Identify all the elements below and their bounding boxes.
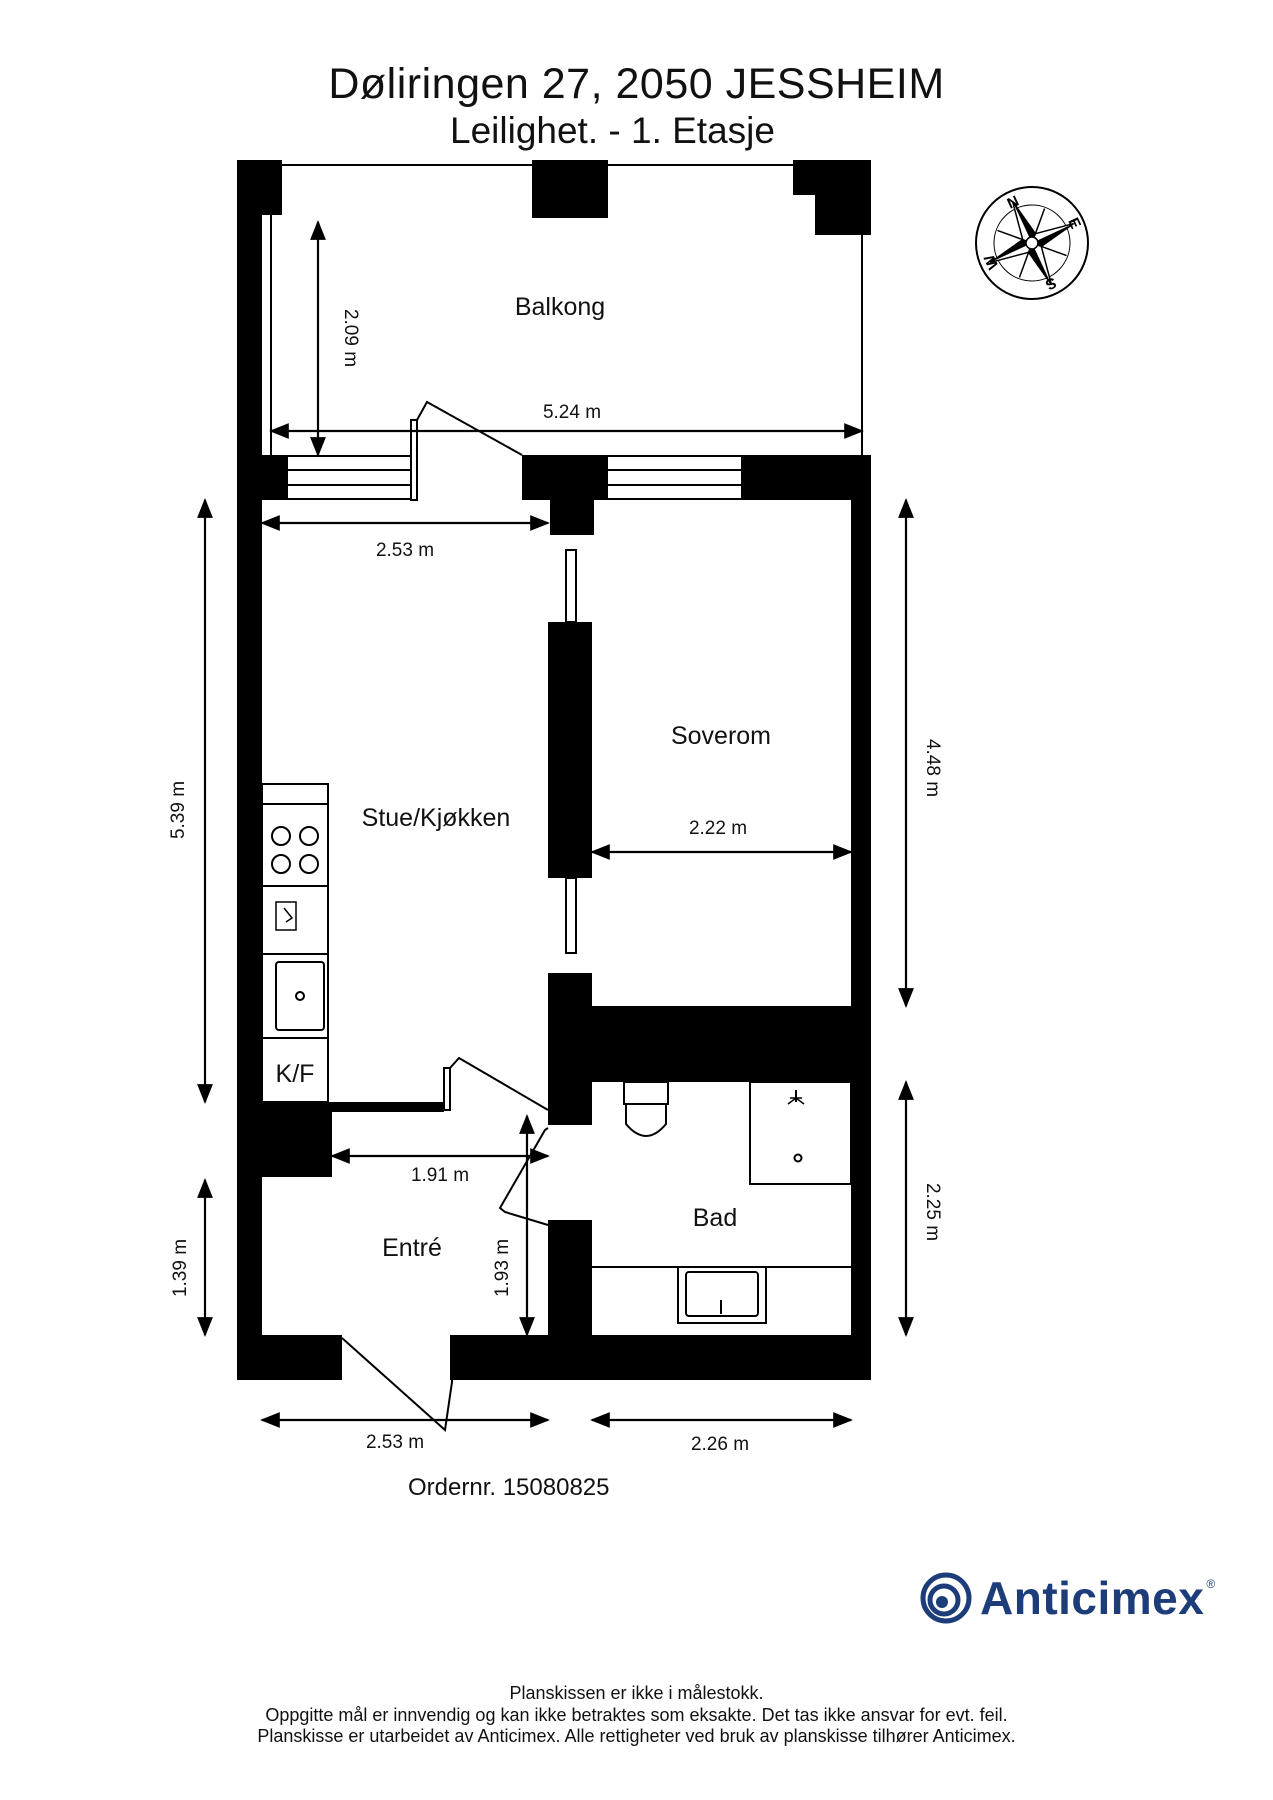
logo-registered-mark: ®: [1206, 1577, 1216, 1591]
footer-line-3: Planskisse er utarbeidet av Anticimex. A…: [257, 1726, 1016, 1746]
dim-bedroom-length: 4.48 m: [922, 739, 943, 797]
balcony-outline: [270, 164, 863, 455]
kitchen-counter: [261, 783, 329, 1103]
dim-bedroom-width: 2.22 m: [689, 818, 747, 839]
dim-balcony-width: 5.24 m: [543, 402, 601, 423]
dishwasher-icon: [275, 901, 297, 931]
room-label-entre: Entré: [382, 1234, 442, 1262]
room-label-balkong: Balkong: [515, 293, 605, 321]
anticimex-logo: Anticimex ®: [920, 1570, 1215, 1626]
walls: [237, 160, 871, 1380]
page-title: Døliringen 27, 2050 JESSHEIM: [328, 60, 945, 108]
dim-bottom-right-width: 2.26 m: [691, 1434, 749, 1455]
doors: [341, 400, 549, 1432]
logo-text: Anticimex: [980, 1572, 1205, 1624]
dim-bottom-left-width: 2.53 m: [366, 1432, 424, 1453]
shower-head-icon: [787, 1097, 805, 1105]
dim-bathroom-length: 2.25 m: [922, 1183, 943, 1241]
dim-entrance-width: 1.91 m: [411, 1165, 469, 1186]
dim-living-length: 5.39 m: [168, 781, 189, 839]
room-label-bad: Bad: [693, 1204, 737, 1232]
order-number: Ordernr. 15080825: [408, 1474, 610, 1501]
dim-balcony-depth: 2.09 m: [340, 309, 361, 367]
dim-entrance-depth: 1.93 m: [492, 1239, 513, 1297]
dim-living-width: 2.53 m: [376, 540, 434, 561]
footer-line-2: Oppgitte mål er innvendig og kan ikke be…: [265, 1705, 1008, 1725]
room-label-stue-kjokken: Stue/Kjøkken: [362, 804, 511, 832]
windows: [286, 455, 743, 954]
fridge-label: K/F: [276, 1060, 315, 1088]
bathroom-fixtures: [590, 1081, 852, 1324]
dim-entrance-height: 1.39 m: [170, 1239, 191, 1297]
room-label-soverom: Soverom: [671, 722, 771, 750]
page-subtitle: Leilighet. - 1. Etasje: [450, 110, 775, 151]
anticimex-swirl-icon: [920, 1572, 972, 1624]
footer-line-1: Planskissen er ikke i målestokk.: [509, 1683, 764, 1703]
dimension-lines: [197, 220, 914, 1428]
compass-rose-icon: N E S W: [975, 186, 1089, 300]
